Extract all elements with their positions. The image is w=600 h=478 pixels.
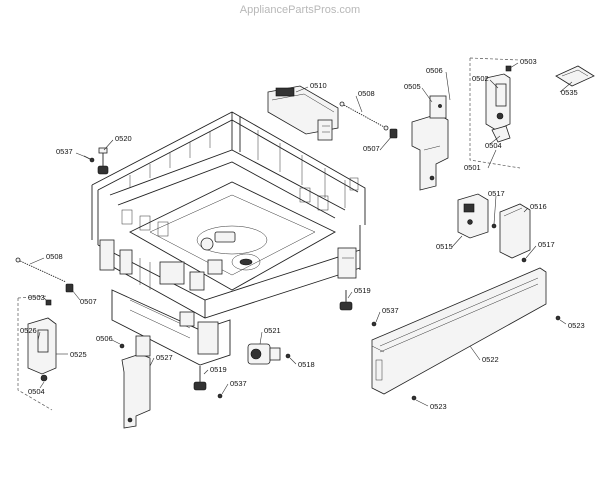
part-0518-clip — [285, 353, 291, 359]
label-0503-lower: 0503 — [28, 293, 45, 302]
part-0505-hinge-bracket — [411, 95, 449, 191]
part-0523-screw-b — [411, 395, 417, 401]
part-0507-clip-upper — [389, 128, 398, 139]
part-0519-leg-screw-a — [339, 290, 353, 311]
watermark: AppliancePartsPros.com — [239, 4, 361, 16]
label-0523-right: 0523 — [568, 321, 585, 330]
label-0506-lower: 0506 — [96, 334, 113, 343]
label-0517-upper: 0517 — [488, 189, 505, 198]
label-0507-lower: 0507 — [80, 297, 97, 306]
label-0505: 0505 — [404, 82, 421, 91]
part-0519-leg-screw-b — [193, 366, 207, 391]
label-0507-upper: 0507 — [363, 144, 380, 153]
part-0510-module — [267, 85, 339, 141]
hinge-kit-upper — [469, 57, 521, 169]
label-0516: 0516 — [530, 202, 547, 211]
part-0521-valve — [247, 343, 281, 365]
label-0521: 0521 — [264, 326, 281, 335]
label-0510: 0510 — [310, 81, 327, 90]
part-0537-screw-lower — [217, 393, 223, 399]
label-0508-lower: 0508 — [46, 252, 63, 261]
part-0506-screw-lower — [119, 343, 125, 349]
part-0527-hinge-bracket — [121, 335, 151, 429]
part-0516-cover — [499, 203, 531, 259]
part-0517-screw-b — [521, 257, 527, 263]
label-0527: 0527 — [156, 353, 173, 362]
part-0515-latch — [457, 193, 489, 239]
label-0508-upper: 0508 — [358, 89, 375, 98]
leader-lines — [29, 62, 573, 407]
part-number-labels: 0510 0508 0506 0505 0503 0502 0535 0520 … — [20, 57, 585, 411]
part-0508-spring-upper — [339, 101, 389, 131]
part-0523-screw-a — [555, 315, 561, 321]
label-0523-bottom: 0523 — [430, 402, 447, 411]
label-0504-lower: 0504 — [28, 387, 45, 396]
label-0502: 0502 — [472, 74, 489, 83]
label-0515: 0515 — [436, 242, 453, 251]
part-0507-clip-lower — [65, 283, 74, 293]
label-0501: 0501 — [464, 163, 481, 172]
hinge-kit-lower — [17, 295, 57, 411]
label-0537-mid: 0537 — [382, 306, 399, 315]
label-0537-upper: 0537 — [56, 147, 73, 156]
label-0506-upper: 0506 — [426, 66, 443, 75]
label-0526: 0526 — [20, 326, 37, 335]
label-0519-upper: 0519 — [354, 286, 371, 295]
label-0517-lower: 0517 — [538, 240, 555, 249]
label-0535: 0535 — [561, 88, 578, 97]
label-0537-lower: 0537 — [230, 379, 247, 388]
part-0517-screw-a — [491, 223, 497, 229]
label-0525: 0525 — [70, 350, 87, 359]
part-0522-toe-panel — [371, 267, 547, 395]
part-0520-leg-screw — [97, 147, 109, 175]
base-frame-assembly — [91, 111, 366, 366]
part-0537-screw-mid — [371, 321, 377, 327]
label-0522: 0522 — [482, 355, 499, 364]
label-0519-lower: 0519 — [210, 365, 227, 374]
label-0504-upper: 0504 — [485, 141, 502, 150]
label-0518: 0518 — [298, 360, 315, 369]
label-0520: 0520 — [115, 134, 132, 143]
part-0508-spring-lower — [15, 257, 67, 283]
label-0503-upper: 0503 — [520, 57, 537, 66]
part-0535-pad — [555, 65, 595, 87]
